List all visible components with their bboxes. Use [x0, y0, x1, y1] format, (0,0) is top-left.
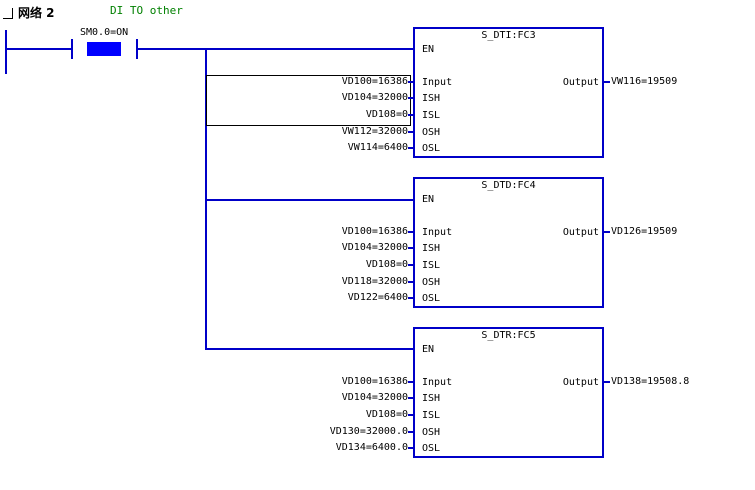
branch-wire-block2	[205, 199, 414, 201]
param-output[interactable]: VW116=19509	[611, 76, 678, 87]
rung-wire-left	[7, 48, 72, 50]
network-comment[interactable]: DI TO other	[110, 4, 183, 17]
block-title: S_DTD:FC4	[481, 180, 536, 191]
block-s-dti[interactable]: S_DTI:FC3 EN Input ISH ISL OSH OSL Outpu…	[413, 27, 604, 158]
toggle-bar-icon	[12, 8, 13, 19]
branch-wire-block3	[205, 348, 414, 350]
contact-label: SM0.0=ON	[80, 27, 129, 38]
pin-input: Input	[422, 77, 453, 88]
pin-osl: OSL	[422, 143, 441, 154]
pin-stub	[603, 231, 610, 233]
pin-isl: ISL	[422, 410, 441, 421]
pin-stub	[408, 147, 414, 149]
network-collapse-toggle[interactable]	[3, 6, 17, 20]
param-input[interactable]: VD100=16386	[341, 376, 408, 387]
pin-stub	[408, 81, 414, 83]
param-osl[interactable]: VW114=6400	[347, 142, 408, 153]
pin-stub	[408, 431, 414, 433]
pin-stub	[408, 281, 414, 283]
rung-wire-right	[138, 48, 414, 50]
contact-energized-indicator[interactable]	[87, 42, 121, 56]
pin-stub	[603, 381, 610, 383]
pin-stub	[408, 114, 414, 116]
param-ish[interactable]: VD104=32000	[341, 92, 408, 103]
pin-osh: OSH	[422, 127, 441, 138]
pin-stub	[603, 81, 610, 83]
pin-osl: OSL	[422, 443, 441, 454]
pin-stub	[408, 447, 414, 449]
param-ish[interactable]: VD104=32000	[341, 242, 408, 253]
pin-ish: ISH	[422, 93, 441, 104]
pin-input: Input	[422, 227, 453, 238]
network-title: 网络 2	[18, 6, 55, 20]
pin-osh: OSH	[422, 427, 441, 438]
param-output[interactable]: VD126=19509	[611, 226, 678, 237]
block-title: S_DTR:FC5	[481, 330, 536, 341]
pin-stub	[408, 381, 414, 383]
param-isl[interactable]: VD108=0	[365, 109, 408, 120]
left-power-rail	[5, 30, 7, 74]
pin-osh: OSH	[422, 277, 441, 288]
pin-stub	[408, 297, 414, 299]
pin-isl: ISL	[422, 260, 441, 271]
pin-output: Output	[562, 227, 599, 238]
param-output[interactable]: VD138=19508.8	[611, 376, 690, 387]
block-title: S_DTI:FC3	[481, 30, 536, 41]
pin-isl: ISL	[422, 110, 441, 121]
param-osl[interactable]: VD122=6400	[347, 292, 408, 303]
contact-right-bar[interactable]	[136, 39, 138, 59]
contact-left-bar[interactable]	[71, 39, 73, 59]
param-isl[interactable]: VD108=0	[365, 259, 408, 270]
pin-stub	[408, 414, 414, 416]
pin-en: EN	[422, 44, 435, 55]
pin-stub	[408, 131, 414, 133]
pin-ish: ISH	[422, 393, 441, 404]
param-ish[interactable]: VD104=32000	[341, 392, 408, 403]
pin-en: EN	[422, 194, 435, 205]
selection-bracket	[206, 75, 411, 126]
pin-stub	[408, 231, 414, 233]
pin-input: Input	[422, 377, 453, 388]
pin-en: EN	[422, 344, 435, 355]
param-osh[interactable]: VD130=32000.0	[329, 426, 408, 437]
pin-osl: OSL	[422, 293, 441, 304]
pin-output: Output	[562, 377, 599, 388]
pin-ish: ISH	[422, 243, 441, 254]
param-input[interactable]: VD100=16386	[341, 226, 408, 237]
param-osh[interactable]: VD118=32000	[341, 276, 408, 287]
param-input[interactable]: VD100=16386	[341, 76, 408, 87]
block-s-dtd[interactable]: S_DTD:FC4 EN Input ISH ISL OSH OSL Outpu…	[413, 177, 604, 308]
param-osh[interactable]: VW112=32000	[341, 126, 408, 137]
pin-output: Output	[562, 77, 599, 88]
pin-stub	[408, 397, 414, 399]
toggle-dash-icon	[3, 18, 12, 19]
param-osl[interactable]: VD134=6400.0	[335, 442, 408, 453]
pin-stub	[408, 264, 414, 266]
pin-stub	[408, 247, 414, 249]
param-isl[interactable]: VD108=0	[365, 409, 408, 420]
block-s-dtr[interactable]: S_DTR:FC5 EN Input ISH ISL OSH OSL Outpu…	[413, 327, 604, 458]
pin-stub	[408, 97, 414, 99]
